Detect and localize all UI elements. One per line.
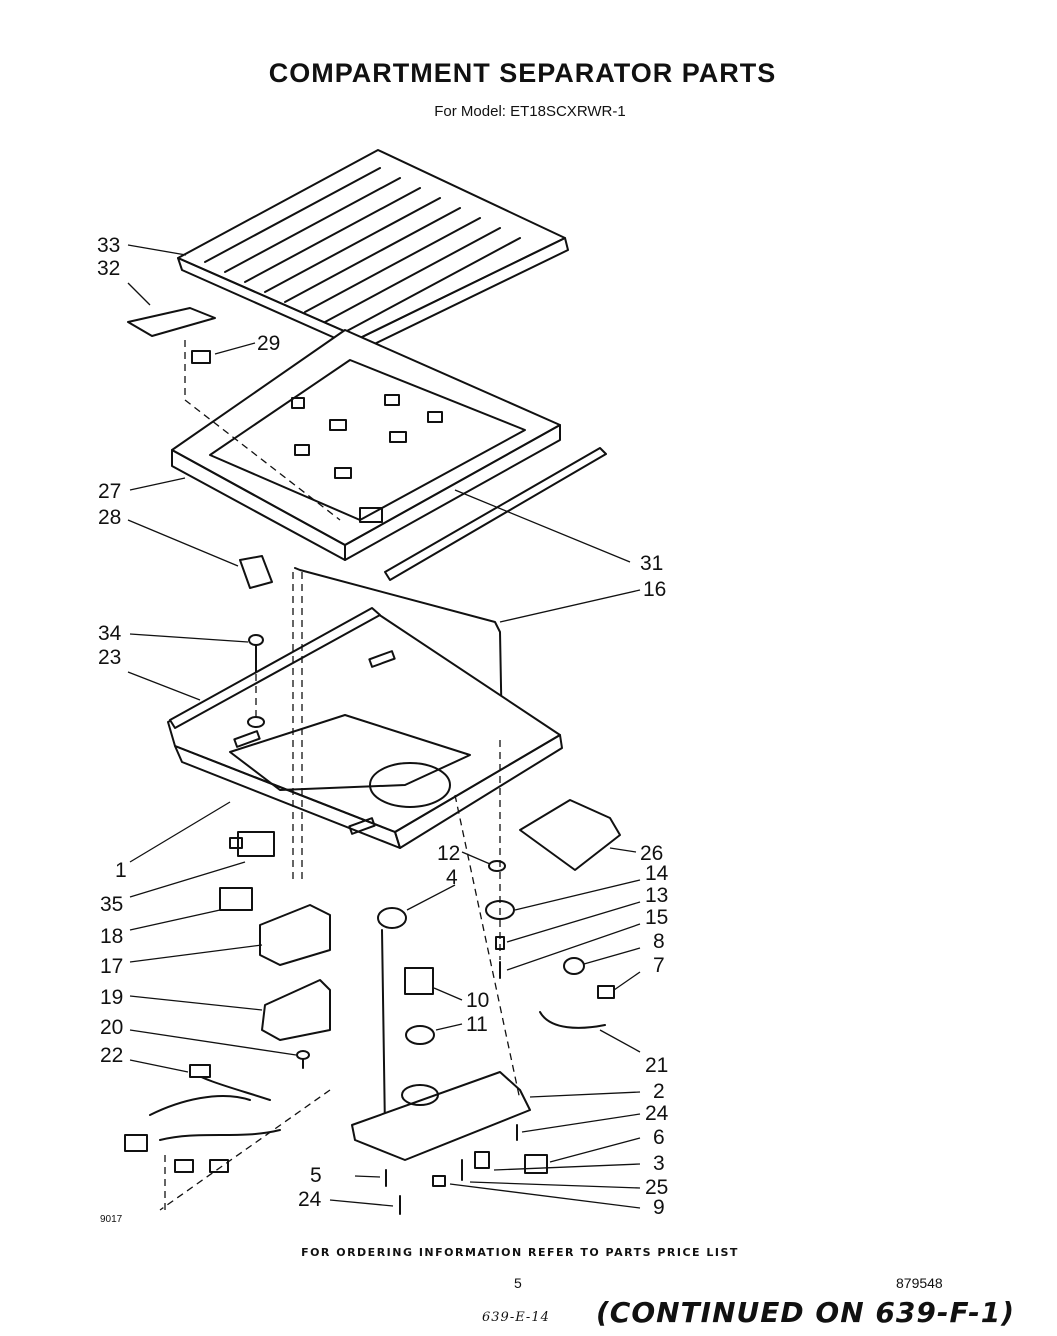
callout-12: 12 bbox=[437, 842, 460, 865]
callout-35: 35 bbox=[100, 893, 123, 916]
socket-part-7 bbox=[597, 985, 615, 999]
block-part-29 bbox=[191, 350, 211, 364]
wire-lead-part-21 bbox=[539, 1011, 606, 1029]
insulation-pad-part-26 bbox=[519, 799, 621, 871]
pad-part-28 bbox=[239, 555, 273, 589]
callout-13: 13 bbox=[645, 884, 668, 907]
callout-32: 32 bbox=[97, 257, 120, 280]
knob-part-11 bbox=[405, 1025, 435, 1045]
rail-part-23 bbox=[169, 607, 381, 729]
callout-4: 4 bbox=[446, 866, 458, 889]
callout-29: 29 bbox=[257, 332, 280, 355]
callout-24b: 24 bbox=[298, 1188, 322, 1211]
separator-base-part-1 bbox=[167, 611, 563, 849]
control-bracket-part-19 bbox=[261, 979, 331, 1041]
callout-7: 7 bbox=[653, 954, 665, 977]
callout-25: 25 bbox=[645, 1176, 668, 1199]
callout-11: 11 bbox=[466, 1013, 488, 1036]
callout-6: 6 bbox=[653, 1126, 665, 1149]
bracket-part-18 bbox=[219, 887, 253, 911]
callout-9: 9 bbox=[653, 1196, 665, 1219]
callout-8: 8 bbox=[653, 930, 665, 953]
label-card-part-32 bbox=[127, 307, 216, 337]
spacer-part-4 bbox=[377, 907, 407, 1131]
callout-20: 20 bbox=[100, 1016, 123, 1039]
callout-16: 16 bbox=[643, 578, 666, 601]
figure-code: 9017 bbox=[100, 1214, 123, 1225]
callout-27: 27 bbox=[98, 480, 121, 503]
grommet-part-12 bbox=[488, 860, 506, 872]
control-housing-part-2 bbox=[351, 1071, 531, 1161]
callout-18: 18 bbox=[100, 925, 123, 948]
callout-24a: 24 bbox=[645, 1102, 669, 1125]
callout-3: 3 bbox=[653, 1152, 665, 1175]
callout-1: 1 bbox=[115, 859, 127, 882]
callout-10: 10 bbox=[466, 989, 489, 1012]
callout-2: 2 bbox=[653, 1080, 665, 1103]
callout-33: 33 bbox=[97, 234, 120, 257]
callout-26: 26 bbox=[640, 842, 663, 865]
page-title: COMPARTMENT SEPARATOR PARTS bbox=[268, 58, 777, 88]
housing-part-17 bbox=[259, 904, 331, 966]
knob-part-6 bbox=[524, 1154, 548, 1174]
callout-28: 28 bbox=[98, 506, 121, 529]
heater-wire-part-16 bbox=[294, 567, 503, 741]
callout-19: 19 bbox=[100, 986, 123, 1009]
callout-31: 31 bbox=[640, 552, 663, 575]
page-number: 5 bbox=[514, 1275, 522, 1291]
switch-part-3 bbox=[474, 1151, 490, 1169]
switch-part-10 bbox=[404, 967, 434, 995]
separator-frame-part-27 bbox=[171, 329, 561, 561]
continued-note: (CONTINUED ON 639-F-1) bbox=[596, 1296, 1016, 1329]
callout-5: 5 bbox=[310, 1164, 322, 1187]
ordering-footnote: FOR ORDERING INFORMATION REFER TO PARTS … bbox=[301, 1246, 739, 1259]
wiring-harness-part-22 bbox=[124, 1064, 281, 1173]
lamp-part-8 bbox=[563, 957, 585, 975]
model-subtitle: For Model: ET18SCXRWR-1 bbox=[434, 103, 626, 120]
callout-17: 17 bbox=[100, 955, 123, 978]
callout-22: 22 bbox=[100, 1044, 123, 1067]
callout-numbers: 33 32 29 27 28 31 16 34 23 1 35 18 17 19… bbox=[97, 234, 669, 1219]
gasket-strip-part-31 bbox=[384, 447, 607, 581]
screw-part-20 bbox=[296, 1050, 310, 1069]
callout-23: 23 bbox=[98, 646, 121, 669]
document-number: 879548 bbox=[896, 1275, 943, 1291]
clip-part-9 bbox=[432, 1175, 446, 1187]
callout-14: 14 bbox=[645, 862, 669, 885]
leader-lines bbox=[127, 244, 641, 1209]
callout-15: 15 bbox=[645, 906, 668, 929]
alignment-lines bbox=[159, 340, 521, 1211]
callout-21: 21 bbox=[645, 1054, 668, 1077]
grille-part-33 bbox=[177, 149, 569, 351]
callout-34: 34 bbox=[98, 622, 122, 645]
motor-part-35 bbox=[229, 831, 275, 857]
handwritten-note: 639-E-14 bbox=[482, 1310, 550, 1325]
